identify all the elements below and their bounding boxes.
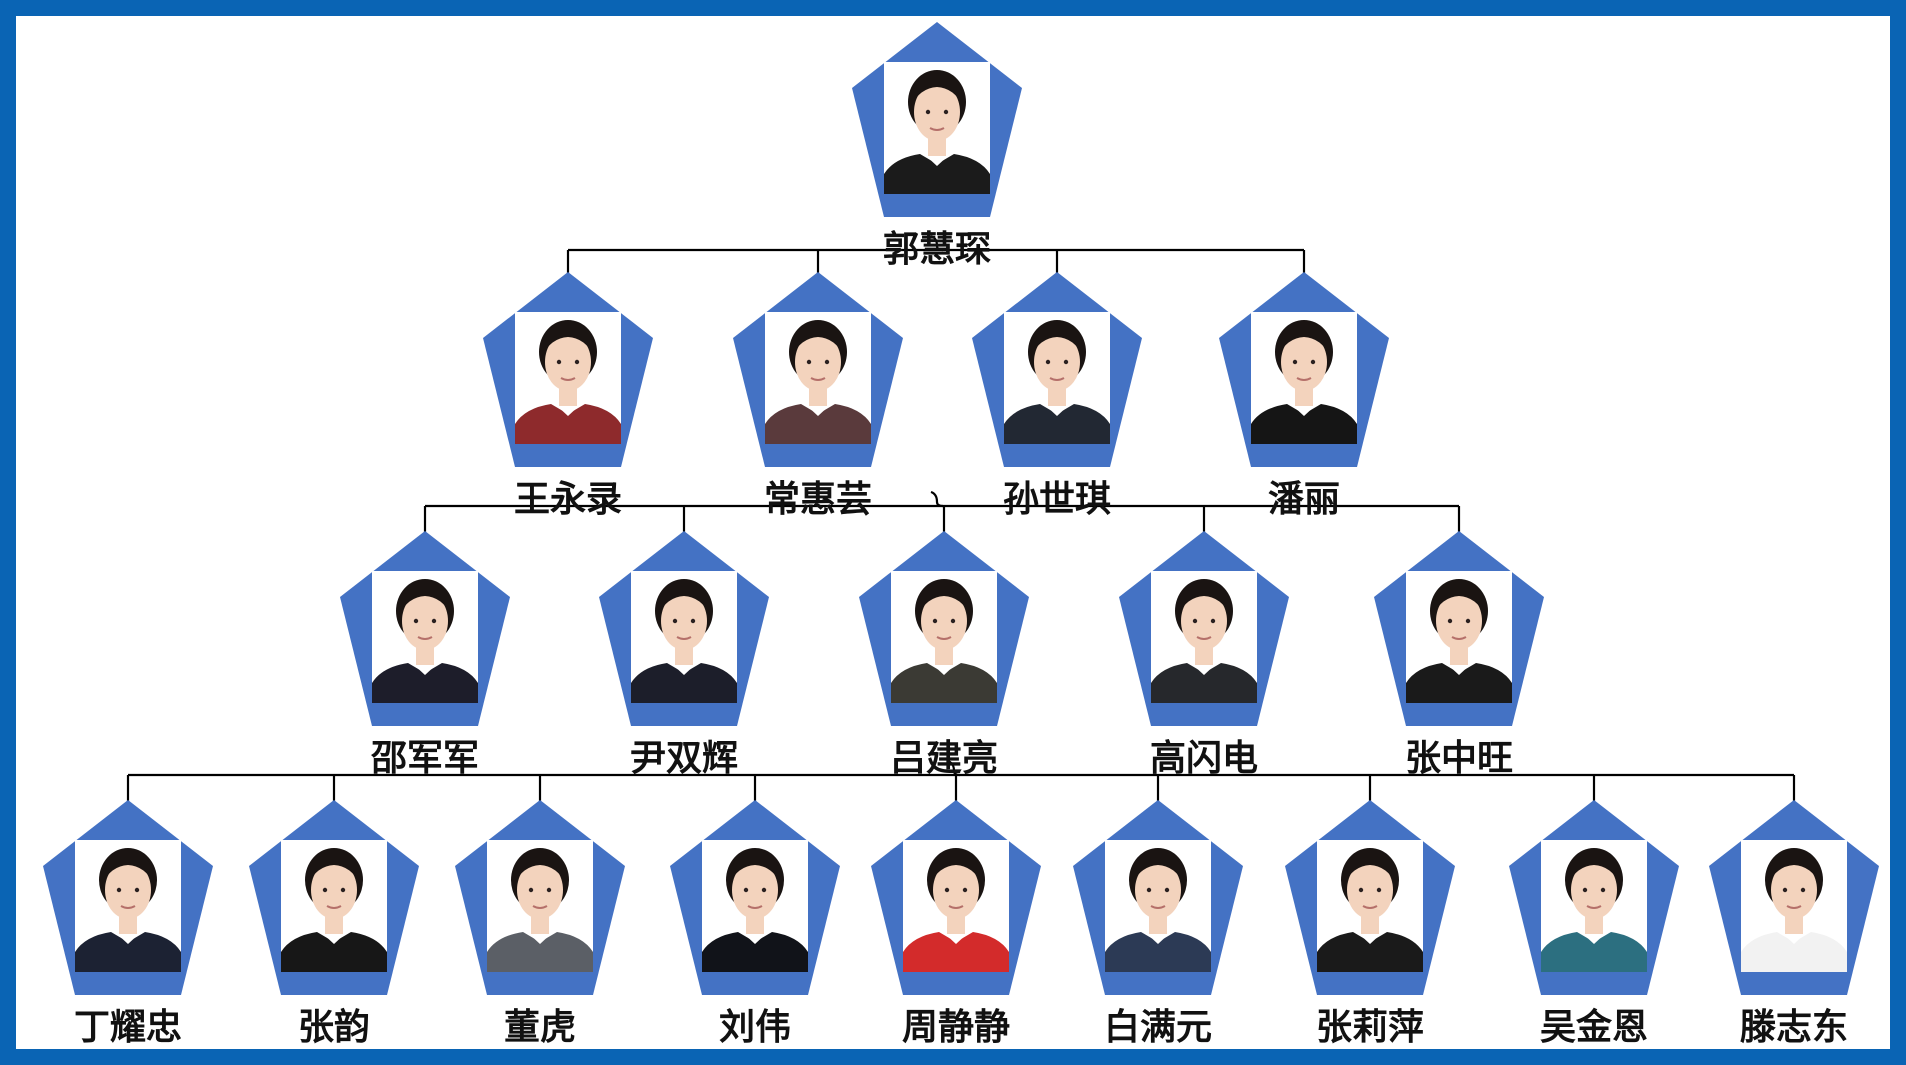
portrait-photo [1741, 840, 1847, 972]
person-name: 张韵 [297, 1007, 370, 1048]
portrait-figure [1105, 848, 1211, 972]
person-name: 滕志东 [1739, 1007, 1848, 1048]
portrait-photo [372, 571, 478, 703]
person-name: 吕建亮 [889, 738, 998, 779]
org-node: 董虎 [455, 800, 625, 1048]
portrait-photo [515, 312, 621, 444]
portrait-photo [631, 571, 737, 703]
person-name: 高闪电 [1149, 738, 1258, 779]
portrait-photo [1406, 571, 1512, 703]
person-name: 丁耀忠 [73, 1007, 182, 1048]
portrait-figure [1004, 320, 1110, 444]
person-name: 周静静 [901, 1007, 1010, 1048]
portrait-photo [75, 840, 181, 972]
person-name: 吴金恩 [1539, 1007, 1648, 1048]
portrait-photo [1151, 571, 1257, 703]
org-node: 白满元 [1073, 800, 1243, 1048]
connector-bracket [423, 490, 1461, 533]
person-name: 董虎 [503, 1007, 576, 1048]
portrait-figure [1541, 848, 1647, 972]
person-name: 刘伟 [718, 1007, 791, 1048]
portrait-photo [1251, 312, 1357, 444]
portrait-figure [1406, 579, 1512, 703]
person-name: 张中旺 [1404, 738, 1513, 779]
org-node: 张韵 [249, 800, 419, 1048]
portrait-figure [903, 848, 1009, 972]
portrait-photo [487, 840, 593, 972]
portrait-figure [281, 848, 387, 972]
org-node: 吴金恩 [1509, 800, 1679, 1048]
connector-bracket [566, 234, 1306, 274]
portrait-figure [75, 848, 181, 972]
org-node: 张中旺 [1374, 531, 1544, 779]
org-node: 郭慧琛 [852, 22, 1022, 270]
portrait-figure [372, 579, 478, 703]
org-node: 吕建亮 [859, 531, 1029, 779]
portrait-photo [1105, 840, 1211, 972]
portrait-figure [631, 579, 737, 703]
portrait-photo [884, 62, 990, 194]
person-name: 白满元 [1103, 1007, 1212, 1048]
portrait-figure [515, 320, 621, 444]
portrait-figure [1741, 848, 1847, 972]
portrait-figure [487, 848, 593, 972]
portrait-photo [1004, 312, 1110, 444]
person-name: 潘丽 [1267, 479, 1340, 520]
org-node: 王永录 [483, 272, 653, 520]
connector-bracket [126, 759, 1796, 802]
person-name: 郭慧琛 [882, 229, 991, 270]
person-name: 尹双辉 [629, 738, 738, 779]
org-node: 邵军军 [340, 531, 510, 779]
org-node: 高闪电 [1119, 531, 1289, 779]
portrait-figure [702, 848, 808, 972]
org-node: 常惠芸 [733, 272, 903, 520]
portrait-photo [1541, 840, 1647, 972]
portrait-photo [702, 840, 808, 972]
org-node: 周静静 [871, 800, 1041, 1048]
portrait-photo [891, 571, 997, 703]
person-name: 张莉萍 [1315, 1007, 1424, 1048]
portrait-figure [1151, 579, 1257, 703]
org-node: 刘伟 [670, 800, 840, 1048]
portrait-photo [765, 312, 871, 444]
org-node: 丁耀忠 [43, 800, 213, 1048]
org-node: 孙世琪 [972, 272, 1142, 520]
portrait-photo [281, 840, 387, 972]
portrait-figure [1317, 848, 1423, 972]
person-name: 常惠芸 [763, 479, 872, 520]
org-node: 张莉萍 [1285, 800, 1455, 1048]
portrait-photo [1317, 840, 1423, 972]
portrait-figure [884, 70, 990, 194]
portrait-figure [891, 579, 997, 703]
person-name: 王永录 [513, 479, 622, 520]
person-name: 孙世琪 [1002, 479, 1111, 520]
portrait-photo [903, 840, 1009, 972]
org-node: 滕志东 [1709, 800, 1879, 1048]
org-node: 尹双辉 [599, 531, 769, 779]
person-name: 邵军军 [370, 738, 479, 779]
portrait-figure [765, 320, 871, 444]
portrait-figure [1251, 320, 1357, 444]
org-node: 潘丽 [1219, 272, 1389, 520]
